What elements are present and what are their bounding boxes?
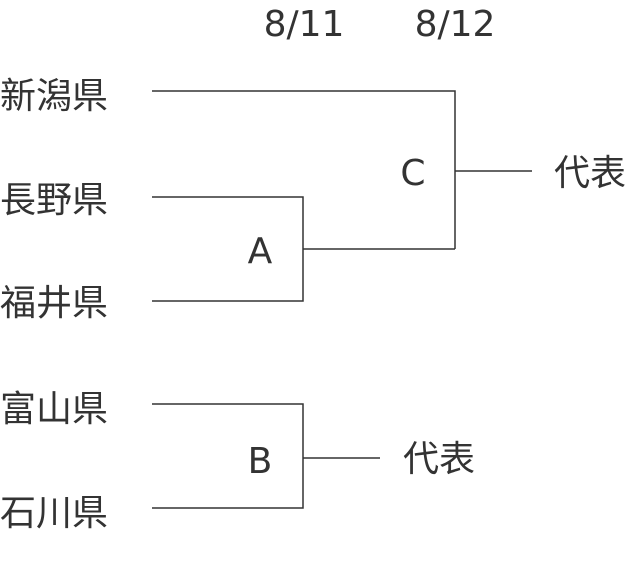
date-round-1: 8/11	[264, 4, 345, 45]
team-nagano: 長野県	[0, 180, 108, 221]
team-niigata: 新潟県	[0, 76, 108, 117]
match-label-c: C	[400, 153, 425, 194]
team-toyama: 富山県	[0, 389, 108, 430]
winner-label-bottom: 代表	[403, 439, 475, 480]
date-round-2: 8/12	[415, 4, 496, 45]
match-label-b: B	[248, 441, 273, 482]
bracket-line-match-a	[152, 196, 304, 302]
bracket-line-niigata-to-c	[152, 90, 456, 249]
team-ishikawa: 石川県	[0, 493, 108, 534]
bracket-line-match-b	[152, 403, 304, 509]
team-fukui: 福井県	[0, 283, 108, 324]
winner-label-top: 代表	[554, 153, 626, 194]
match-label-a: A	[248, 231, 273, 272]
